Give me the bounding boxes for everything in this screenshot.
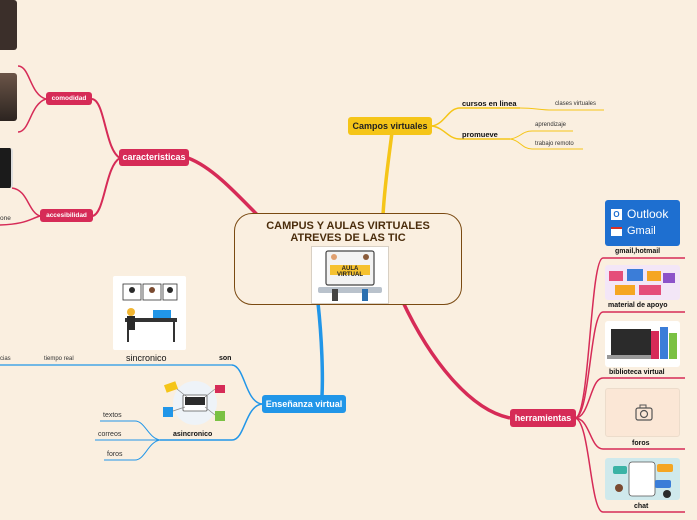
outlook-gmail-logo: O Outlook Gmail <box>605 200 680 246</box>
clases-virtuales-label[interactable]: clases virtuales <box>555 101 597 107</box>
central-title: CAMPUS Y AULAS VIRTUALES ATREVES DE LAS … <box>266 220 430 244</box>
link-cursos-clases <box>519 107 604 111</box>
trabajo-remoto-label[interactable]: trabajo remoto <box>535 141 574 147</box>
herramientas-node[interactable]: herramientas <box>510 409 576 427</box>
material-apoyo-label[interactable]: material de apoyo <box>608 302 668 309</box>
link-central-campos <box>381 131 394 216</box>
central-topic[interactable]: CAMPUS Y AULAS VIRTUALES ATREVES DE LAS … <box>234 213 462 305</box>
asincronico-illustration <box>157 377 233 429</box>
link-central-ensenanza <box>316 302 325 397</box>
study-materials-icon <box>609 269 675 295</box>
link-caracteristicas-accesibilidad <box>91 157 121 217</box>
promueve-label[interactable]: promueve <box>462 130 498 139</box>
sincronico-illustration <box>113 276 186 350</box>
link-asinc-foros <box>104 439 161 461</box>
link-promueve-trabajo <box>509 138 583 150</box>
link-campos-promueve <box>431 125 510 140</box>
son-label[interactable]: son <box>219 355 232 362</box>
network-icon <box>163 381 225 425</box>
link-promueve-aprendizaje <box>509 130 573 140</box>
outlook-logo-text: Outlook <box>627 207 669 221</box>
link-ensenanza-asincronico <box>160 403 263 441</box>
gmail-icon <box>611 227 622 236</box>
link-accesibilidad-one <box>0 215 41 226</box>
biblioteca-virtual-image <box>605 321 680 367</box>
outlook-icon: O <box>611 209 622 220</box>
link-accesibilidad-img <box>11 187 41 217</box>
video-meeting-icon <box>122 283 178 342</box>
foros-label-herramientas[interactable]: foros <box>632 440 650 447</box>
link-herr-material <box>574 311 685 419</box>
partial-one-label: one <box>0 215 11 222</box>
link-campos-cursos <box>431 107 520 127</box>
partial-cias-label: cias <box>0 356 11 362</box>
accesibilidad-node[interactable]: accesibilidad <box>40 209 93 222</box>
textos-label[interactable]: textos <box>103 412 122 419</box>
aprendizaje-label[interactable]: aprendizaje <box>535 122 567 128</box>
chat-image <box>605 458 680 500</box>
link-caracteristicas-comodidad <box>91 98 121 159</box>
foros-image-placeholder <box>605 388 680 437</box>
aula-virtual-illustration: AULA VIRTUAL <box>311 246 389 304</box>
gmail-hotmail-label[interactable]: gmail,hotmail <box>615 248 661 255</box>
tiempo-real-label[interactable]: tiempo real <box>44 356 74 362</box>
student-photo-2 <box>0 73 17 121</box>
campos-virtuales-node[interactable]: Campos virtuales <box>348 117 432 135</box>
sincronico-label[interactable]: sincronico <box>126 353 167 363</box>
aula-virtual-text: AULA VIRTUAL <box>337 266 363 278</box>
link-comodidad-img1 <box>17 65 47 100</box>
camera-icon <box>635 404 653 421</box>
link-ensenanza-son <box>231 364 263 405</box>
cursos-en-linea-label[interactable]: cursos en linea <box>462 99 517 108</box>
chat-label[interactable]: chat <box>634 503 649 510</box>
device-photo <box>0 148 13 188</box>
chat-people-icon <box>613 461 673 498</box>
correos-label[interactable]: correos <box>98 431 122 438</box>
caracteristicas-node[interactable]: caracteristicas <box>119 149 189 166</box>
student-photo-1 <box>0 0 17 50</box>
laptop-icon <box>318 250 382 301</box>
ensenanza-virtual-node[interactable]: Enseñanza virtual <box>262 395 346 413</box>
link-herr-foros <box>574 417 685 450</box>
link-herr-chat <box>574 417 685 513</box>
link-central-herramientas <box>400 299 511 420</box>
comodidad-node[interactable]: comodidad <box>46 92 92 105</box>
biblioteca-virtual-label[interactable]: biblioteca virtual <box>609 369 665 376</box>
link-herr-gmail <box>574 257 685 419</box>
laptop-books-icon <box>607 327 677 359</box>
link-herr-biblioteca <box>574 377 685 419</box>
material-apoyo-image <box>605 265 680 300</box>
link-asinc-textos <box>100 420 161 441</box>
asincronico-label[interactable]: asincronico <box>173 431 213 438</box>
link-comodidad-img2 <box>17 98 47 133</box>
gmail-logo-text: Gmail <box>627 225 656 237</box>
foros-label-ensenanza[interactable]: foros <box>107 451 123 458</box>
